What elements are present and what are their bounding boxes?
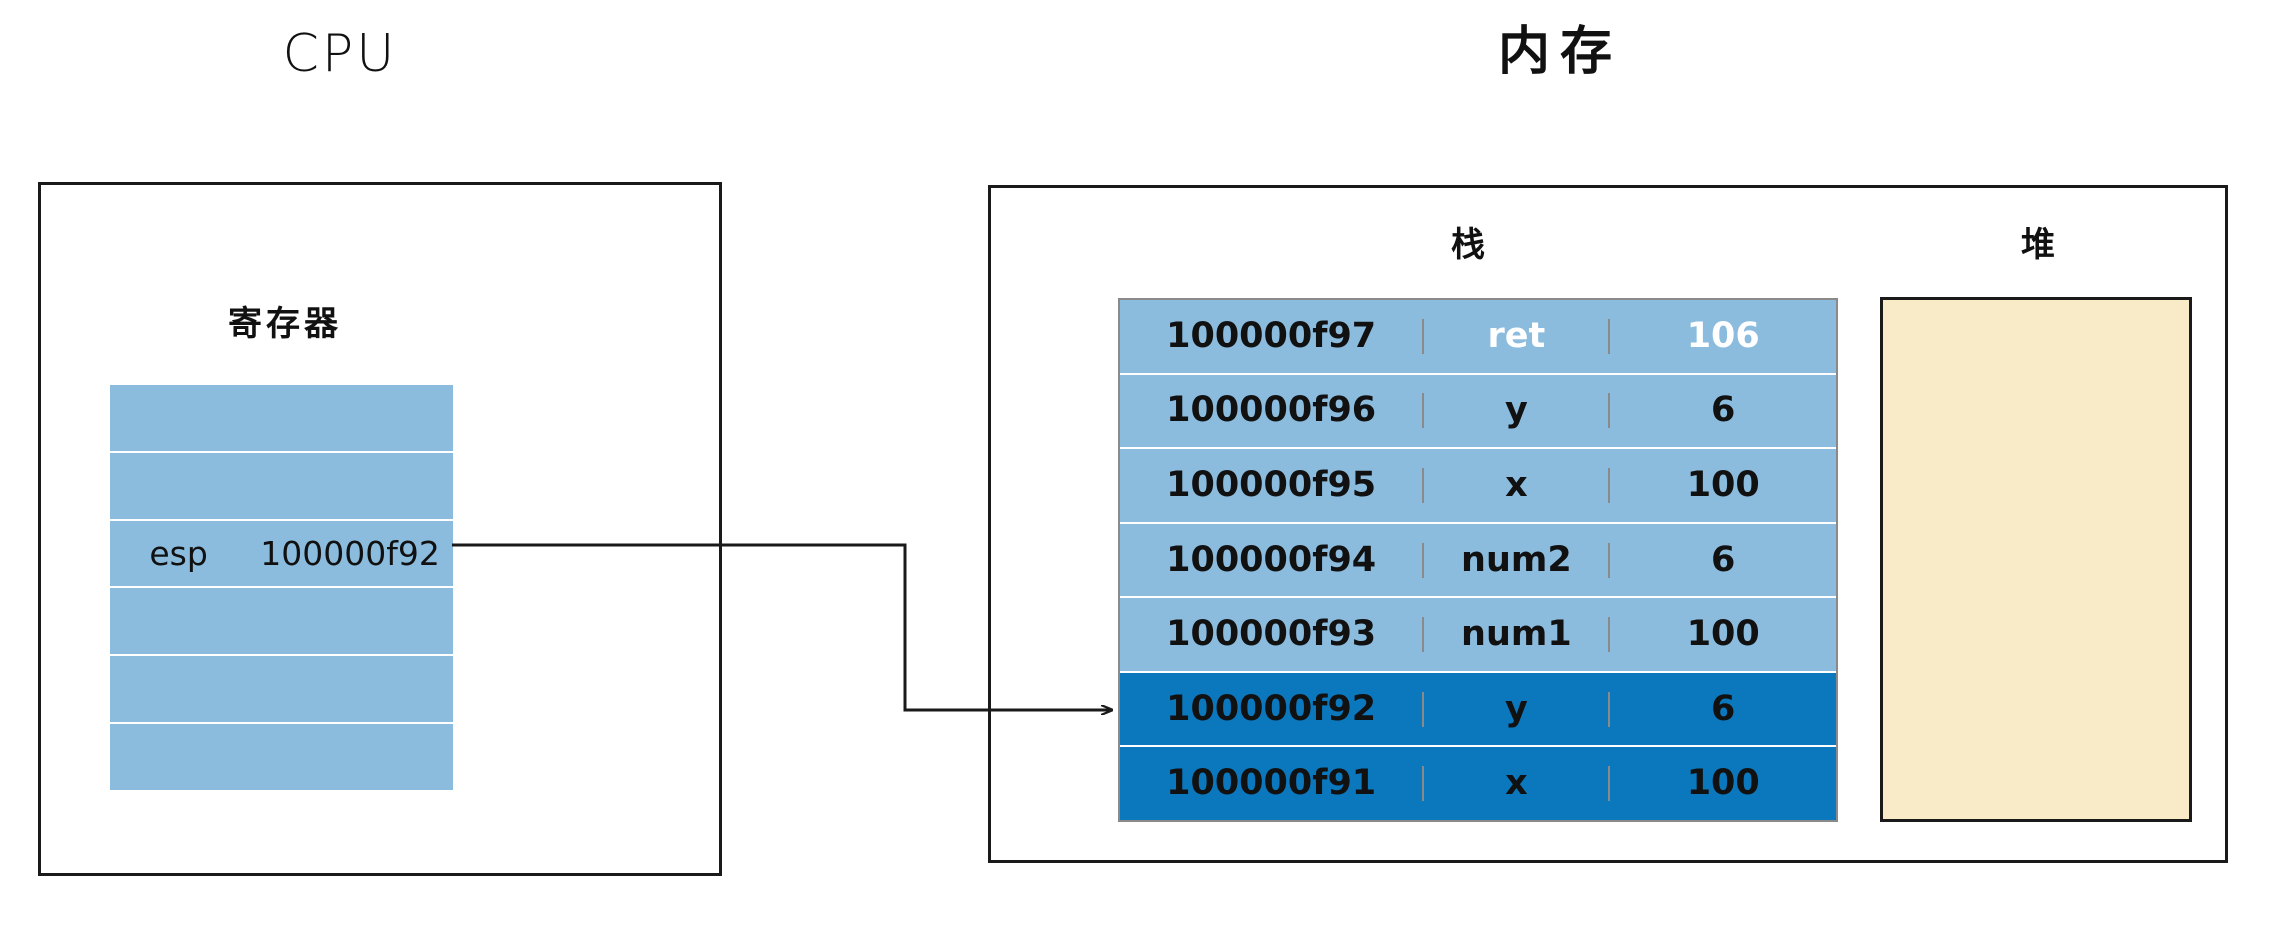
stack-value: 100 (1686, 763, 1760, 804)
stack-value: 6 (1711, 390, 1736, 431)
stack-name: y (1424, 393, 1611, 429)
stack-name: ret (1424, 318, 1611, 354)
cpu-container (38, 182, 722, 876)
stack-table: 100000f97 ret 106 100000f96 y 6 100000f9… (1118, 298, 1838, 822)
register-table: esp 100000f92 (110, 385, 453, 790)
register-row (110, 724, 453, 790)
stack-address: 100000f92 (1120, 691, 1425, 727)
stack-value: 6 (1711, 539, 1736, 580)
stack-address: 100000f97 (1120, 318, 1425, 354)
register-row (110, 588, 453, 657)
register-label: 寄存器 (228, 304, 342, 344)
stack-label: 栈 (1451, 225, 1489, 265)
stack-name: x (1424, 766, 1611, 802)
cpu-title: CPU (282, 24, 398, 84)
register-name-esp: esp (149, 534, 208, 574)
stack-name: num1 (1424, 617, 1611, 653)
stack-row: 100000f94 num2 6 (1120, 523, 1836, 599)
register-row (110, 656, 453, 725)
register-row (110, 453, 453, 521)
stack-value: 100 (1686, 464, 1760, 505)
stack-value: 106 (1686, 315, 1760, 356)
heap-region (1880, 297, 2192, 822)
stack-value: 100 (1686, 614, 1760, 655)
stack-row-highlighted: 100000f91 x 100 (1120, 747, 1836, 821)
stack-address: 100000f95 (1120, 467, 1425, 503)
stack-name: num2 (1424, 542, 1611, 578)
stack-row: 100000f95 x 100 (1120, 449, 1836, 524)
memory-title: 内存 (1497, 22, 1622, 82)
memory-container (988, 185, 2228, 863)
register-row-esp: esp 100000f92 (110, 521, 453, 589)
stack-name: y (1424, 691, 1611, 727)
stack-address: 100000f94 (1120, 542, 1425, 578)
stack-row: 100000f93 num1 100 (1120, 598, 1836, 673)
register-row (110, 385, 453, 453)
stack-address: 100000f91 (1120, 766, 1425, 802)
stack-address: 100000f96 (1120, 393, 1425, 429)
stack-row: 100000f97 ret 106 (1120, 300, 1836, 375)
stack-row-highlighted: 100000f92 y 6 (1120, 672, 1836, 748)
register-value-esp: 100000f92 (260, 534, 440, 574)
stack-name: x (1424, 467, 1611, 503)
stack-value: 6 (1711, 688, 1736, 729)
stack-address: 100000f93 (1120, 617, 1425, 653)
stack-row: 100000f96 y 6 (1120, 374, 1836, 450)
heap-label: 堆 (2021, 225, 2059, 265)
